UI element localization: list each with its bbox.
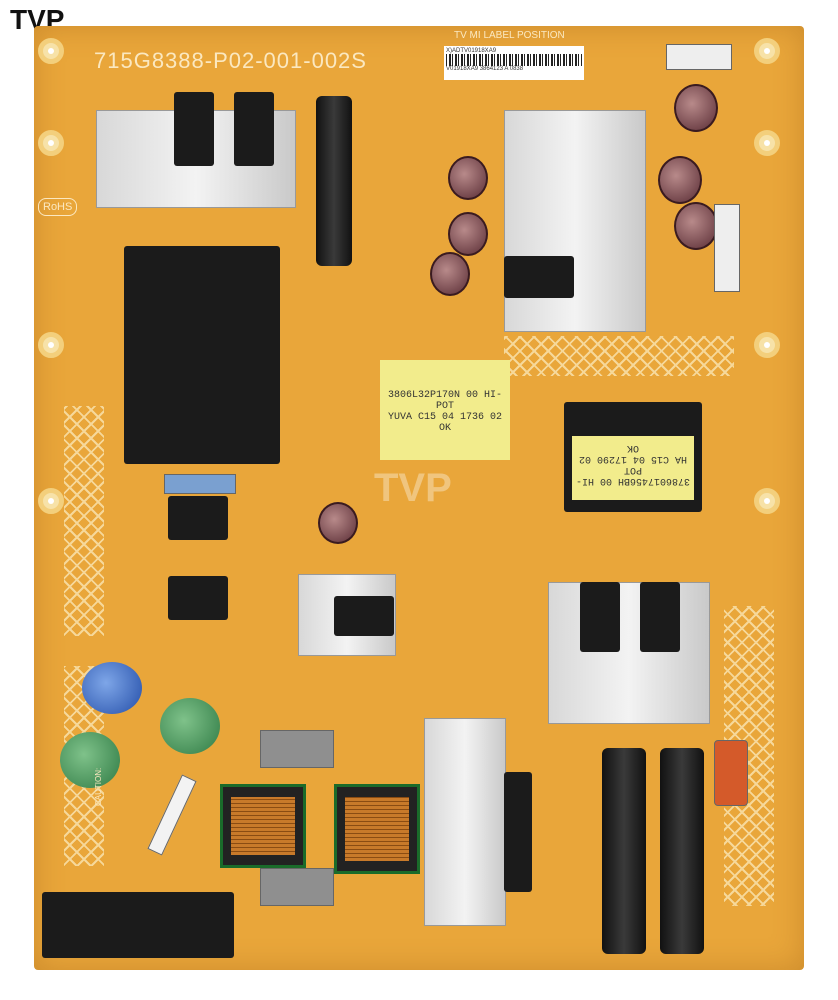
capacitor-film <box>164 474 236 494</box>
mounting-hole <box>754 332 780 358</box>
common-mode-choke <box>334 784 420 874</box>
connector <box>666 44 732 70</box>
mounting-hole <box>38 332 64 358</box>
barcode-top-text: X)ADTV01918XA9 <box>446 48 497 54</box>
x-capacitor <box>260 868 334 906</box>
barcode-bottom-text: V01918XA9 3864123 A 0838 <box>446 66 524 72</box>
capacitor <box>658 156 702 204</box>
thermistor <box>160 698 220 754</box>
transistor <box>334 596 394 636</box>
transformer-hi-pot: 3806L32P170N 00 HI-POT YUVA C15 04 1736 … <box>380 360 510 460</box>
thermistor <box>60 732 120 788</box>
x-capacitor <box>260 730 334 768</box>
capacitor <box>674 202 718 250</box>
mounting-hole <box>38 38 64 64</box>
bridge-rectifier <box>504 772 532 892</box>
bulk-capacitor <box>660 748 704 954</box>
transistor <box>174 92 214 166</box>
capacitor <box>674 84 718 132</box>
center-watermark: TVP <box>374 466 452 510</box>
pcb-board: 715G8388-P02-001-002S TV MI LABEL POSITI… <box>34 26 804 970</box>
mounting-hole <box>38 488 64 514</box>
barcode-bars <box>446 54 582 66</box>
fuse <box>147 774 197 856</box>
mounting-hole <box>38 130 64 156</box>
label-position-text: TV MI LABEL POSITION <box>454 30 565 41</box>
transformer-label: 3786017456BH 00 HI-POT HA C15 04 17290 0… <box>572 436 694 500</box>
varistor <box>82 662 142 714</box>
transformer-main <box>124 246 280 464</box>
transistor <box>640 582 680 652</box>
capacitor <box>448 212 488 256</box>
hatch-area <box>64 406 104 636</box>
transistor <box>504 256 574 298</box>
ac-input-connector <box>42 892 234 958</box>
caution-text: CAUTION: <box>94 767 103 806</box>
heatsink <box>548 582 710 724</box>
part-number: 715G8388-P02-001-002S <box>94 48 367 73</box>
transistor <box>580 582 620 652</box>
hatch-area <box>504 336 734 376</box>
transistor <box>168 576 228 620</box>
bulk-capacitor <box>602 748 646 954</box>
barcode-label: X)ADTV01918XA9 V01918XA9 3864123 A 0838 <box>444 46 584 80</box>
connector <box>714 204 740 292</box>
capacitor <box>430 252 470 296</box>
capacitor <box>318 502 358 544</box>
mounting-hole <box>754 38 780 64</box>
mounting-hole <box>754 488 780 514</box>
mounting-hole <box>754 130 780 156</box>
capacitor-film <box>714 740 748 806</box>
heatsink <box>504 110 646 332</box>
rohs-mark: RoHS <box>38 198 78 216</box>
transistor <box>234 92 274 166</box>
common-mode-choke <box>220 784 306 868</box>
capacitor <box>316 96 352 266</box>
heatsink <box>424 718 506 926</box>
capacitor <box>448 156 488 200</box>
transistor <box>168 496 228 540</box>
